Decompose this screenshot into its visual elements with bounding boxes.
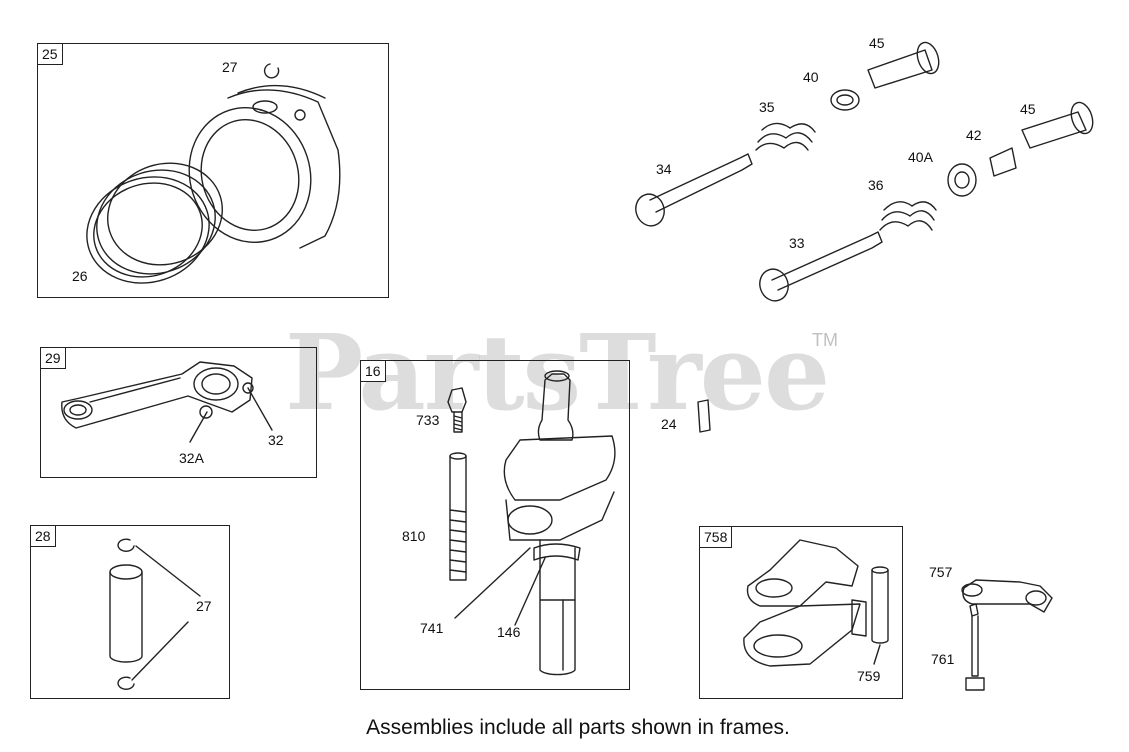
frame-tag-crankshaft: 16 <box>361 361 386 382</box>
part-label-45-upper: 45 <box>869 35 885 51</box>
snap-ring-top <box>263 63 280 79</box>
part-label-26-rings: 26 <box>72 268 88 284</box>
rocker-assembly-frame: 758 <box>699 526 903 699</box>
part-label-761: 761 <box>931 651 955 667</box>
part-label-757: 757 <box>929 564 953 580</box>
rocker-arm-illustration <box>961 579 1053 613</box>
part-label-810: 810 <box>402 528 426 544</box>
part-label-40A: 40A <box>908 149 933 165</box>
pin-clip-bottom <box>117 676 135 690</box>
pin-clip-top <box>117 538 135 552</box>
crankshaft-frame: 16 <box>360 360 630 690</box>
part-label-146: 146 <box>497 624 521 640</box>
frame-tag-rocker: 758 <box>700 527 733 548</box>
rocker-assembly-illustration <box>743 539 889 667</box>
part-label-27-pin-clips: 27 <box>196 598 212 614</box>
part-label-24: 24 <box>661 416 677 432</box>
part-label-45-lower: 45 <box>1020 101 1036 117</box>
part-label-27-clip: 27 <box>222 59 238 75</box>
valve-train-upper <box>635 41 940 227</box>
frame-tag-piston: 25 <box>38 44 63 65</box>
part-label-42: 42 <box>966 127 982 143</box>
part-label-40: 40 <box>803 69 819 85</box>
part-label-32A: 32A <box>179 450 204 466</box>
part-label-741: 741 <box>420 620 444 636</box>
piston-pin-illustration <box>109 538 201 690</box>
piston-illustration <box>86 63 341 284</box>
part-label-759: 759 <box>857 668 881 684</box>
connecting-rod-illustration <box>61 361 273 443</box>
piston-ring-set <box>86 162 223 284</box>
crankshaft-illustration <box>454 370 616 676</box>
piston-assembly-frame: 25 <box>37 43 389 298</box>
part-label-733: 733 <box>416 412 440 428</box>
piston-pin-frame: 28 <box>30 525 230 699</box>
connecting-rod-frame: 29 <box>40 347 317 478</box>
valve-train-lower <box>759 101 1094 302</box>
part-label-36: 36 <box>868 177 884 193</box>
part-label-33: 33 <box>789 235 805 251</box>
frame-tag-pin: 28 <box>31 526 56 547</box>
part-label-34: 34 <box>656 161 672 177</box>
watermark-trademark: TM <box>812 330 838 350</box>
diagram-caption: Assemblies include all parts shown in fr… <box>366 716 790 739</box>
bolt-761-illustration <box>965 603 985 691</box>
bolt-and-stud-illustration <box>447 387 467 581</box>
piston-body <box>188 84 341 249</box>
key-illustration <box>697 399 711 433</box>
frame-tag-connecting-rod: 29 <box>41 348 66 369</box>
part-label-35: 35 <box>759 99 775 115</box>
part-label-32: 32 <box>268 432 284 448</box>
